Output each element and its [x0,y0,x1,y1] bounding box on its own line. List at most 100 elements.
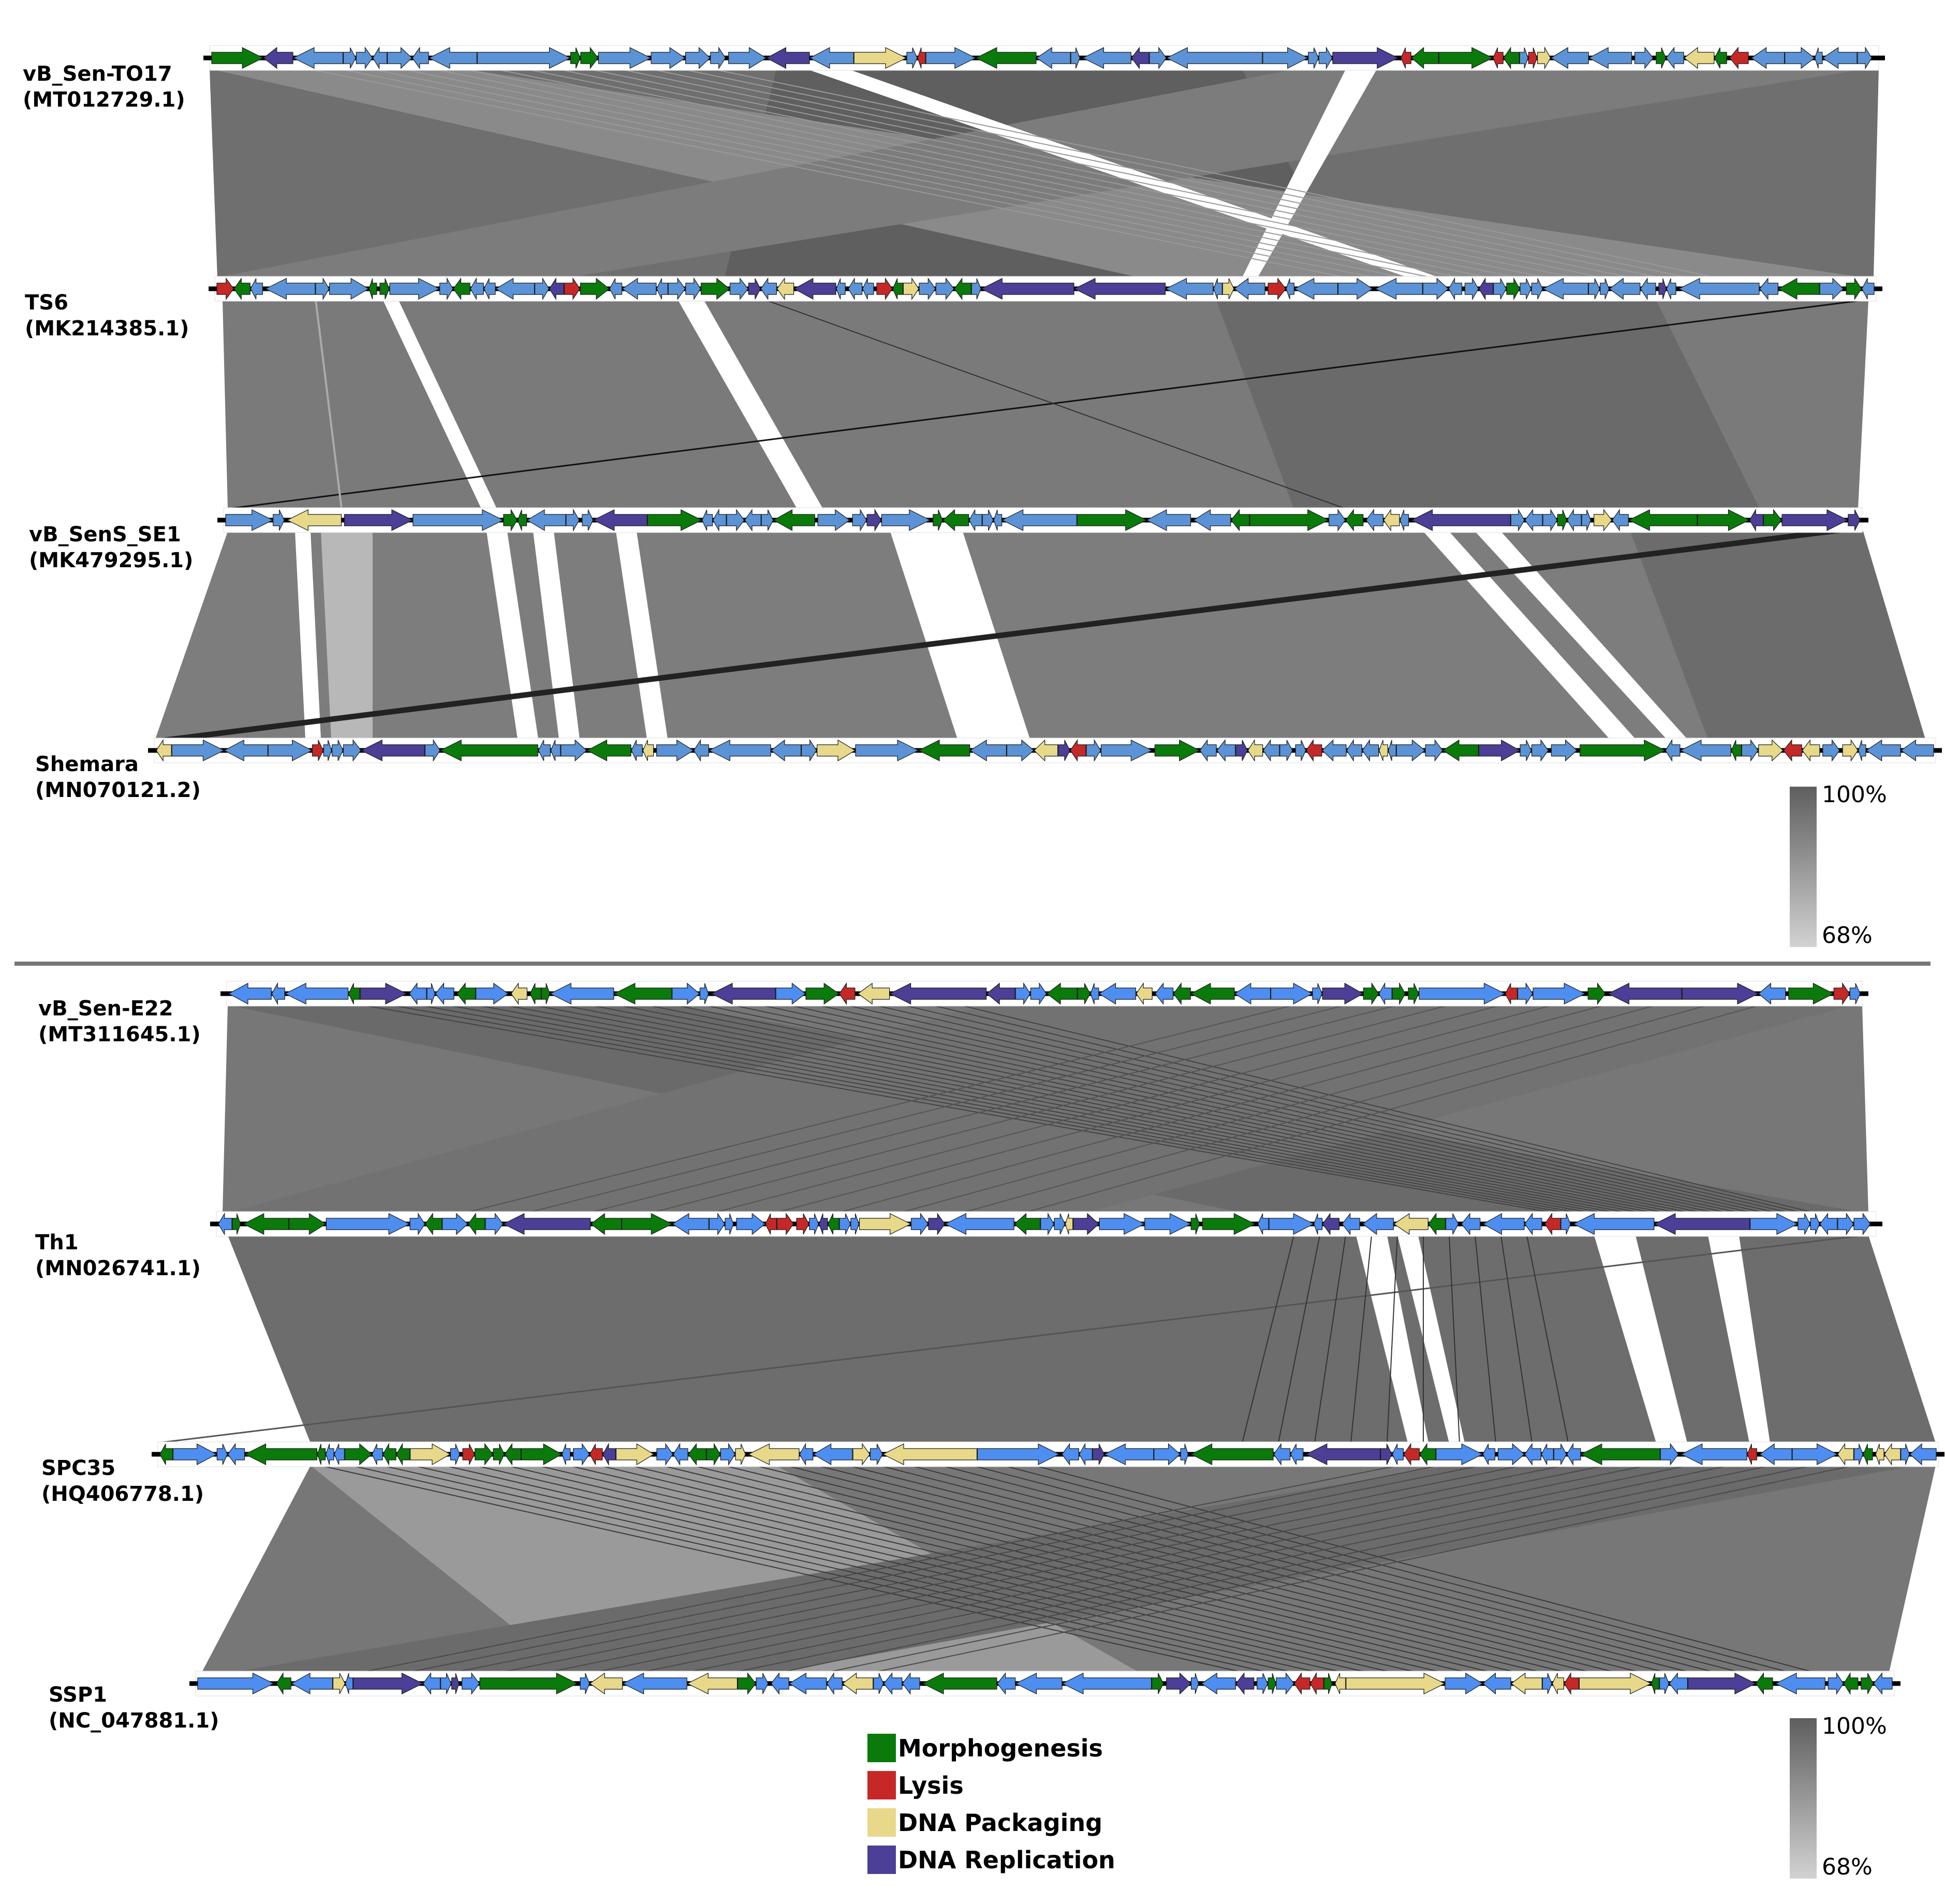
genome-name: SSP1 [49,1683,107,1707]
gene-arrow-hypothetical [1600,278,1610,300]
gene-arrow-hypothetical [809,1213,819,1235]
gene-arrow-hypothetical [1524,509,1543,532]
gene-arrow-hypothetical [1750,1213,1799,1235]
gene-arrow-morphogenesis [1151,1673,1164,1694]
legend-item-dna-replication: DNA Replication [867,1846,1115,1874]
gene-arrow-dna-packaging [686,1673,738,1694]
gene-arrow-hypothetical [325,1443,334,1465]
gene-arrow-hypothetical [1001,509,1077,531]
similarity-band [890,532,1030,739]
similarity-link [414,1465,1317,1673]
gene-arrow-hypothetical [323,740,332,761]
gene-arrow-hypothetical [1837,1213,1854,1235]
gene-arrow-hypothetical [1482,1443,1496,1465]
gene-arrow-dna-replication [1073,1213,1100,1235]
gene-arrow-morphogenesis [1763,509,1782,532]
gene-arrow-hypothetical [1551,739,1578,762]
similarity-band [1594,1235,1687,1443]
genome-label: vB_Sen-E22 (MT311645.1) [38,996,201,1047]
gene-arrow-hypothetical [971,278,981,300]
gene-arrow-hypothetical [609,278,623,300]
gene-arrow-morphogenesis [1323,1673,1333,1694]
similarity-link [1475,1235,1496,1443]
gene-arrow-hypothetical [225,509,274,531]
gene-arrow-hypothetical [1054,1213,1066,1235]
gene-arrow-hypothetical [1900,739,1934,762]
gene-arrow-dna-packaging [853,47,907,69]
gene-arrow-hypothetical [268,740,313,761]
gene-arrow-hypothetical [580,1673,590,1694]
gene-arrow-dna-replication [1235,1672,1255,1695]
similarity-link [447,1005,1590,1213]
similarity-bands [155,69,1936,1673]
gene-arrow-hypothetical [412,509,504,531]
gene-arrow-dna-packaging [286,509,342,531]
gene-arrow-hypothetical [332,740,344,761]
gene-arrow-hypothetical [495,277,535,300]
gene-arrow-dna-replication [1073,278,1166,300]
gene-arrow-dna-packaging [1537,46,1551,70]
gene-arrow-hypothetical [1572,1213,1655,1235]
gene-arrow-dna-replication [1092,1443,1105,1465]
gene-arrow-hypothetical [343,739,361,762]
gene-arrow-hypothetical [761,509,774,531]
gene-arrow-hypothetical [1191,1673,1199,1694]
gene-arrow-lysis [776,1213,794,1235]
gene-arrow-morphogenesis [541,983,550,1005]
similarity-link [310,69,1346,278]
gene-arrow-morphogenesis [1788,983,1834,1005]
gene-arrow-hypothetical [1815,47,1823,69]
genome-track [217,507,1868,533]
gene-arrow-hypothetical [1464,277,1479,301]
gene-arrow-morphogenesis [233,277,251,300]
gene-arrow-morphogenesis [1587,982,1606,1005]
gene-arrow-hypothetical [993,509,1003,531]
gene-arrow-hypothetical [685,277,701,301]
gene-arrow-lysis [1268,277,1286,300]
gene-arrow-lysis [1294,1672,1310,1695]
gene-arrow-dna-packaging [1334,1673,1346,1694]
similarity-link [903,1005,1789,1213]
gene-arrow-lysis [765,1213,777,1235]
gene-arrow-dna-packaging [1393,1213,1428,1235]
gene-arrow-hypothetical [1666,47,1684,69]
gene-arrow-hypothetical [1819,277,1844,300]
legend-item-morphogenesis: Morphogenesis [867,1734,1103,1762]
gene-arrow-hypothetical [573,1443,590,1466]
gene-arrow-hypothetical [1566,1442,1581,1466]
similarity-link [1242,1235,1294,1443]
gene-arrow-hypothetical [968,509,982,531]
similarity-link [652,1005,1450,1213]
similarity-link [496,69,1517,278]
gene-arrow-morphogenesis [382,1442,396,1466]
genome-label: SPC35 (HQ406778.1) [41,1455,204,1507]
gene-arrow-hypothetical [265,278,316,300]
gene-arrow-dna-packaging [1346,1673,1446,1694]
similarity-link [714,69,1716,278]
gene-arrow-hypothetical [1082,47,1131,69]
gene-arrow-hypothetical [1853,1213,1871,1235]
gene-arrow-hypothetical [925,47,977,69]
similarity-link [569,1465,1441,1673]
gene-arrow-hypothetical [550,740,561,761]
gene-arrow-dna-replication [889,983,987,1005]
similarity-link [465,1005,1294,1213]
gene-arrow-hypothetical [1100,740,1153,761]
similarity-link [315,300,343,509]
gene-arrow-hypothetical [462,1672,480,1695]
gene-arrow-dna-packaging [1247,739,1263,762]
genome-track [189,1671,1900,1696]
similarity-link [445,1465,1342,1673]
legend-swatch [867,1846,896,1874]
genome-name: vB_Sen-TO17 [23,62,172,86]
similarity-link [675,1005,1690,1213]
gene-arrow-morphogenesis [503,508,518,532]
similarity-link [157,1234,1864,1444]
similarity-link [476,1005,1603,1213]
gene-arrow-hypothetical [855,740,919,761]
gene-arrow-hypothetical [422,1672,441,1695]
similarity-link [1350,1235,1372,1443]
gene-arrow-hypothetical [756,1673,769,1694]
gene-arrow-hypothetical [197,1673,274,1694]
gene-arrow-hypothetical [1269,1213,1315,1235]
